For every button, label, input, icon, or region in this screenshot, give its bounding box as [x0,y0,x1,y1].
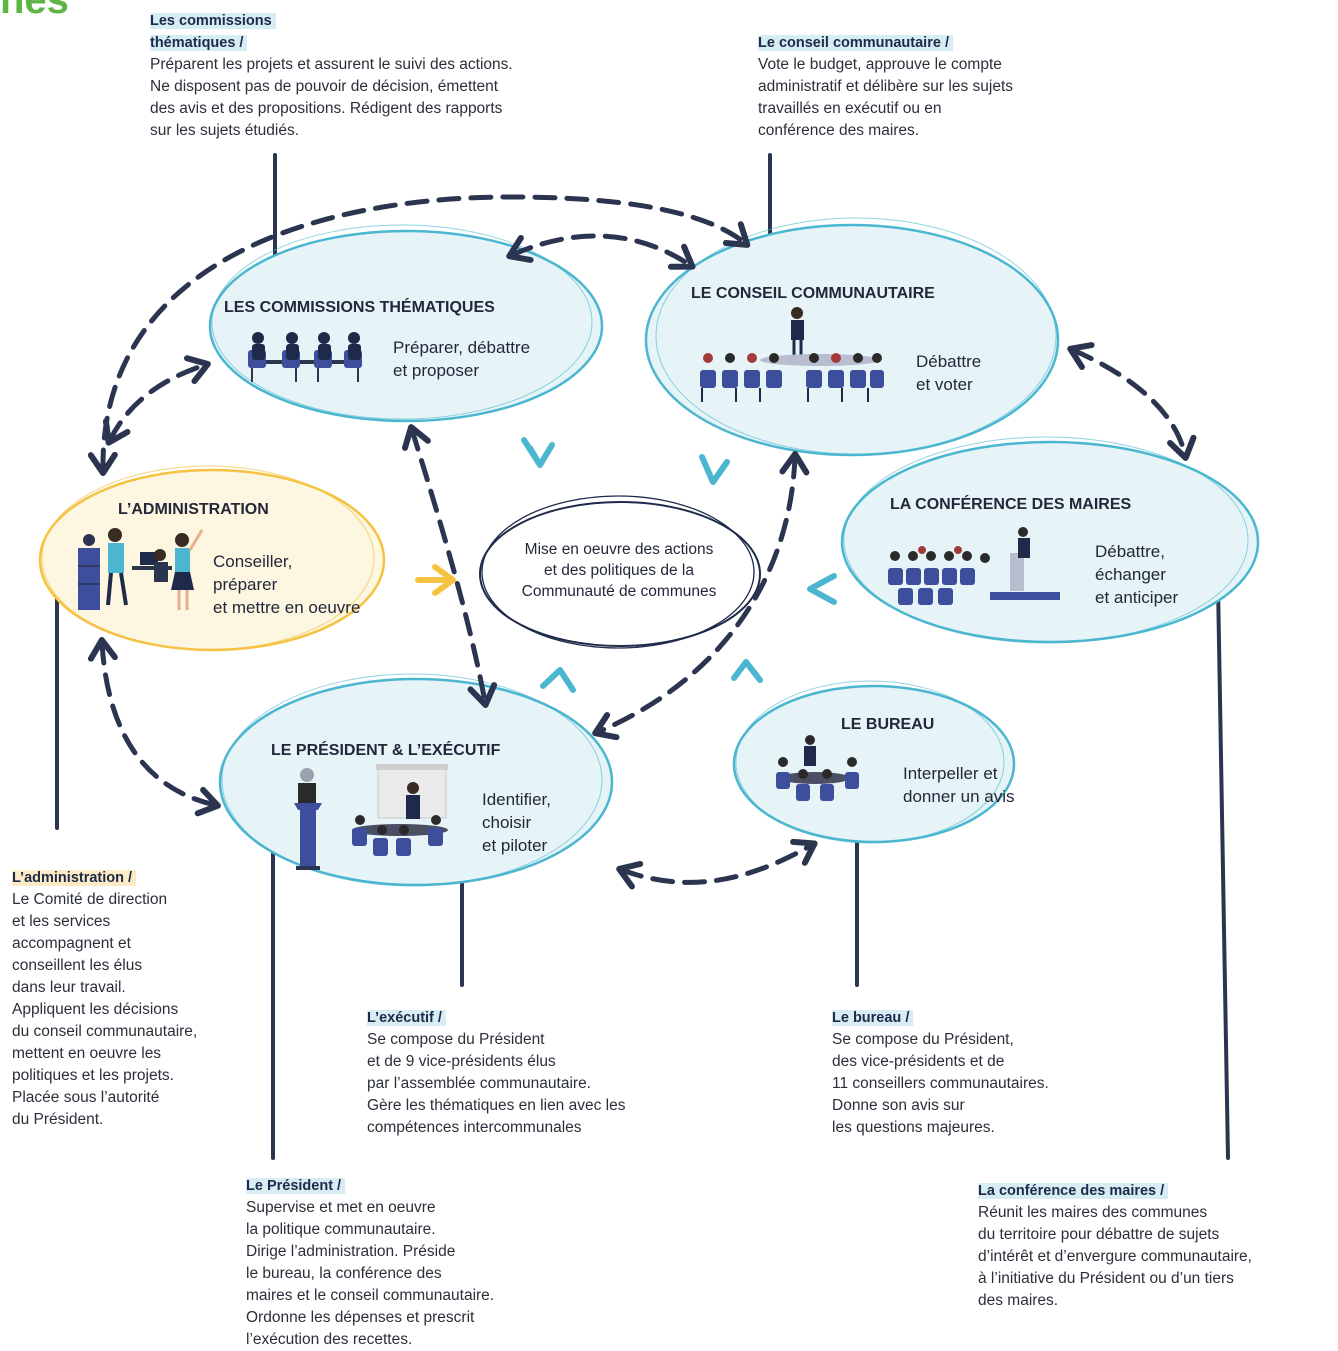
yellow-arrow [415,564,456,596]
president-title: LE PRÉSIDENT & L’EXÉCUTIF [271,742,501,759]
note-bureau-head: Le bureau / [832,1010,914,1026]
note-commissions-body: Préparent les projets et assurent le sui… [150,56,513,139]
arrow-conseil-president [592,451,810,741]
bureau-text: Interpeller et donner un avis [903,764,1015,806]
arrow-admin-commissions [102,355,211,446]
bubble-conseil [644,217,1060,457]
conseil-illustration-icon [700,307,884,402]
president-illustration-icon [294,768,322,870]
note-executif: L’exécutif / Se compose du Président et … [367,1007,717,1139]
commissions-text: Préparer, débattre et proposer [393,338,531,380]
note-connectors [55,153,1230,1160]
bureau-title: LE BUREAU [841,716,935,733]
arrow-admin-conseil [87,194,751,476]
note-conference-body: Réunit les maires des communes du territ… [978,1204,1252,1309]
conference-text: Débattre, échanger et anticiper [1095,542,1179,607]
note-conseil-body: Vote le budget, approuve le compte admin… [758,56,1014,139]
note-commissions: Les commissions thématiques / Préparent … [150,10,620,142]
commissions-illustration-icon [248,332,362,382]
arrow-conseil-conference [1067,342,1197,461]
note-conference: La conférence des maires / Réunit les ma… [978,1180,1333,1312]
note-bureau: Le bureau / Se compose du Président, des… [832,1007,1122,1139]
connector-conference [1216,583,1230,1160]
brand-fragment: nes [0,0,69,22]
bureau-illustration-icon [776,735,859,801]
administration-title: L’ADMINISTRATION [118,501,269,518]
center-text: Mise en oeuvre des actions et des politi… [521,541,717,600]
note-president-body: Supervise et met en oeuvre la politique … [246,1199,495,1348]
note-administration-head: L’administration / [12,870,137,886]
note-conference-head: La conférence des maires / [978,1183,1169,1199]
note-conseil-head: Le conseil communautaire / [758,35,953,51]
note-conseil: Le conseil communautaire / Vote le budge… [758,32,1088,142]
conseil-text: Débattre et voter [916,352,982,394]
note-executif-body: Se compose du Président et de 9 vice-pré… [367,1031,626,1136]
executif-illustration-icon [352,764,448,856]
arrow-commissions-president [401,424,498,708]
note-bureau-body: Se compose du Président, des vice-présid… [832,1031,1049,1136]
commissions-title: LES COMMISSIONS THÉMATIQUES [224,299,495,316]
conference-title: LA CONFÉRENCE DES MAIRES [890,496,1132,513]
bubble-conference [840,436,1260,644]
dashed-arrows [87,194,1197,890]
note-president-head: Le Président / [246,1178,346,1194]
note-president: Le Président / Supervise et met en oeuvr… [246,1175,566,1351]
arrow-admin-president [87,637,221,817]
president-text: Identifier, choisir et piloter [482,790,551,855]
conseil-title: LE CONSEIL COMMUNAUTAIRE [691,285,935,302]
note-commissions-head: Les commissions thématiques / [150,13,276,51]
administration-text: Conseiller, préparer et mettre en oeuvre [213,552,361,617]
arrow-president-bureau [616,838,818,890]
note-administration-body: Le Comité de direction et les services a… [12,891,198,1128]
note-administration: L’administration / Le Comité de directio… [12,867,262,1131]
conference-illustration-icon [888,527,1060,605]
teal-arrows [521,437,837,693]
bubble-commissions [208,224,604,423]
arrow-commissions-conseil [506,233,696,270]
note-executif-head: L’exécutif / [367,1010,446,1026]
administration-illustration-icon [78,528,204,610]
